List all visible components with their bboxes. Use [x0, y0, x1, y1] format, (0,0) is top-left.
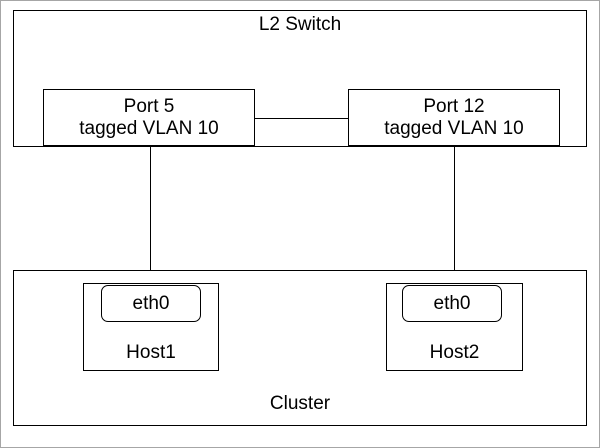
- port-5-mode: tagged VLAN 10: [79, 117, 219, 139]
- l2-switch-label: L2 Switch: [258, 14, 342, 35]
- port-5-box: Port 5 tagged VLAN 10: [43, 89, 255, 146]
- port-12-name: Port 12: [423, 95, 485, 117]
- host2-label: Host2: [429, 342, 480, 363]
- cluster-label: Cluster: [269, 393, 331, 414]
- host1-eth0-interface: eth0: [101, 285, 201, 322]
- port-12-mode: tagged VLAN 10: [384, 117, 524, 139]
- port-5-name: Port 5: [123, 95, 175, 117]
- port-link-line: [255, 118, 349, 119]
- host2-eth0-label: eth0: [433, 292, 471, 314]
- cable-port12-host2: [454, 146, 455, 284]
- host1-eth0-label: eth0: [132, 292, 170, 314]
- cable-port5-host1: [150, 146, 151, 284]
- port-12-box: Port 12 tagged VLAN 10: [348, 89, 560, 146]
- host2-eth0-interface: eth0: [402, 285, 502, 322]
- host1-label: Host1: [126, 342, 176, 363]
